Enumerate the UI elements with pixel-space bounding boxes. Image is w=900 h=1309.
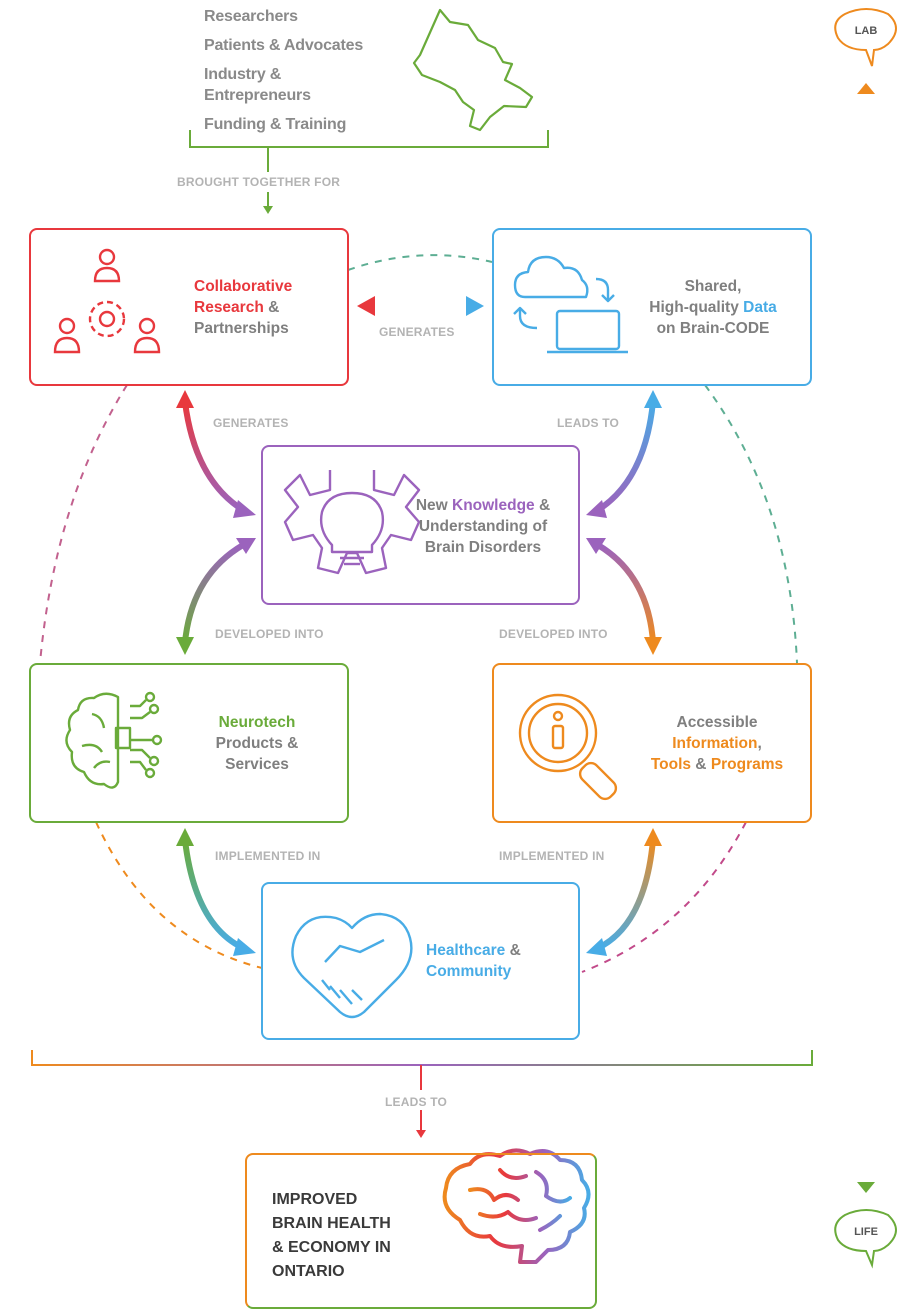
stakeholder-patients: Patients & Advocates <box>204 37 364 54</box>
neurotech-line1: Neurotech <box>218 714 296 731</box>
outcome-line3: & ECONOMY IN <box>272 1239 391 1256</box>
arrow-research-data <box>357 296 484 316</box>
data-line2-b: Data <box>743 299 777 316</box>
outcome-text: IMPROVED BRAIN HEALTH & ECONOMY IN ONTAR… <box>272 1188 391 1284</box>
info-magnifier-icon <box>518 693 618 801</box>
bottom-brace <box>31 1050 813 1066</box>
node-neurotech <box>29 663 349 823</box>
timeline-down-arrowhead <box>857 1182 875 1193</box>
knowledge-line3: Brain Disorders <box>424 539 542 556</box>
arrow-info-health <box>586 828 662 956</box>
label-generates-left: GENERATES <box>213 416 289 430</box>
stakeholder-funding: Funding & Training <box>204 116 347 133</box>
arrow-data-knowledge <box>586 390 662 518</box>
research-line2-a: Research <box>194 299 264 316</box>
knowledge-text: New Knowledge & Understanding of Brain D… <box>398 495 568 558</box>
arrow-research-knowledge <box>176 390 256 518</box>
health-line1-a: Healthcare <box>426 942 506 959</box>
info-line1: Accessible <box>676 714 758 731</box>
research-text: Collaborative Research & Partnerships <box>194 276 292 339</box>
stakeholder-bracket <box>189 130 549 148</box>
timeline-lab-label: LAB <box>854 25 878 37</box>
outcome-line1: IMPROVED <box>272 1191 358 1208</box>
timeline-life-label: LIFE <box>854 1226 878 1238</box>
timeline-up-arrowhead <box>857 83 875 94</box>
heart-handshake-icon <box>291 912 413 1019</box>
cycle-arc-left-bottom <box>95 821 263 969</box>
ontario-map-icon <box>412 8 534 132</box>
label-brought-together: BROUGHT TOGETHER FOR <box>177 175 341 189</box>
neurotech-line3: Services <box>225 756 289 773</box>
data-text: Shared, High-quality Data on Brain-CODE <box>638 276 788 339</box>
research-line3: Partnerships <box>194 320 289 337</box>
arrow-neurotech-health <box>176 828 256 956</box>
data-line1: Shared, <box>684 278 742 295</box>
colorful-brain-icon <box>442 1148 591 1264</box>
cycle-arc-left-top <box>39 384 128 664</box>
knowledge-line1-c: & <box>534 497 551 514</box>
node-collaborative-research <box>29 228 349 386</box>
cycle-arc-top <box>347 254 493 271</box>
stakeholder-industry: Industry & <box>204 66 282 83</box>
brain-circuit-icon <box>65 691 163 789</box>
research-line2-b: & <box>263 299 280 316</box>
team-gear-icon <box>53 248 161 354</box>
label-developed-left: DEVELOPED INTO <box>215 627 324 641</box>
outcome-line4: ONTARIO <box>272 1263 345 1280</box>
label-implemented-right: IMPLEMENTED IN <box>499 849 605 863</box>
neurotech-text: Neurotech Products & Services <box>195 712 319 775</box>
node-new-knowledge <box>261 445 580 605</box>
stakeholder-researchers: Researchers <box>204 8 298 25</box>
node-shared-data <box>492 228 812 386</box>
lightbulb-gear-icon <box>283 470 421 575</box>
label-implemented-left: IMPLEMENTED IN <box>215 849 321 863</box>
cycle-arc-right-bottom <box>581 821 747 973</box>
research-line1: Collaborative <box>194 278 293 295</box>
health-line1-b: & <box>505 942 521 959</box>
label-leads-to-right: LEADS TO <box>557 416 620 430</box>
info-line2-a: Information <box>672 735 758 752</box>
node-healthcare-community <box>261 882 580 1040</box>
info-text: Accessible Information, Tools & Programs <box>632 712 802 775</box>
node-improved-outcome <box>245 1153 597 1309</box>
info-line3-b: & <box>691 756 711 773</box>
cloud-laptop-icon <box>513 255 628 354</box>
info-line3-c: Programs <box>710 756 784 773</box>
health-line2: Community <box>426 963 512 980</box>
life-bubble-icon <box>834 1209 897 1269</box>
outcome-line2: BRAIN HEALTH <box>272 1215 391 1232</box>
label-developed-right: DEVELOPED INTO <box>499 627 608 641</box>
node-accessible-info <box>492 663 812 823</box>
knowledge-line1-a: New <box>415 497 452 514</box>
label-generates-mid: GENERATES <box>379 325 455 339</box>
health-text: Healthcare & Community <box>426 940 521 982</box>
stakeholder-entrepreneurs: Entrepreneurs <box>204 87 311 104</box>
cycle-arc-right-top <box>704 384 798 664</box>
data-line2-a: High-quality <box>649 299 744 316</box>
lab-bubble-icon <box>834 8 897 67</box>
knowledge-line2: Understanding of <box>418 518 548 535</box>
label-leads-to-bottom: LEADS TO <box>385 1095 448 1109</box>
info-line2-b: , <box>757 735 762 752</box>
arrow-knowledge-info <box>586 538 662 655</box>
data-line3: on Brain-CODE <box>656 320 770 337</box>
knowledge-line1-b: Knowledge <box>452 497 535 514</box>
info-line3-a: Tools <box>650 756 691 773</box>
arrow-knowledge-neurotech <box>176 538 256 655</box>
neurotech-line2: Products & <box>215 735 299 752</box>
